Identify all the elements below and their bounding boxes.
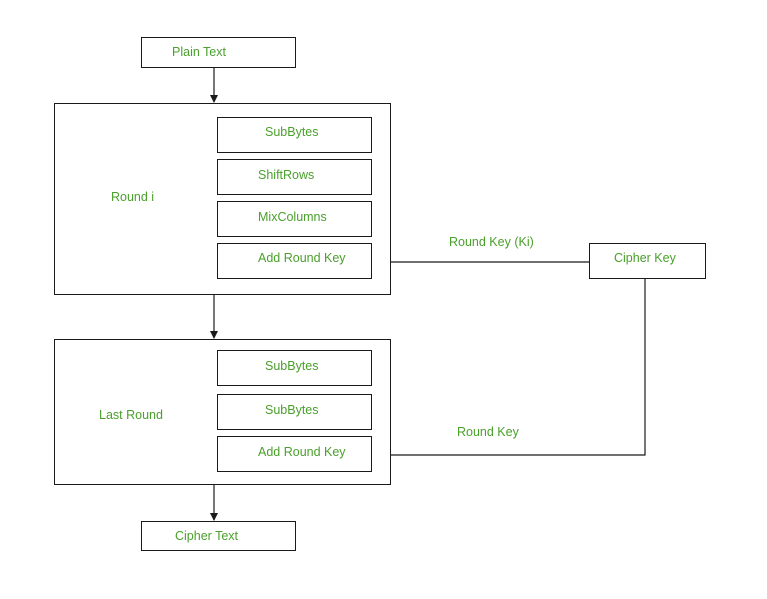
round-i-shiftrows-label: ShiftRows [258, 168, 315, 182]
round-i-add-round-key-label: Add Round Key [258, 251, 346, 265]
cipher-text-box: Cipher Text [141, 521, 296, 551]
last-round-add-round-key-box: Add Round Key [217, 436, 372, 472]
cipher-key-label: Cipher Key [614, 251, 676, 265]
round-i-shiftrows-box: ShiftRows [217, 159, 372, 195]
round-key-label: Round Key [457, 425, 519, 439]
plain-text-box: Plain Text [141, 37, 296, 68]
round-key-ki-label: Round Key (Ki) [449, 235, 534, 249]
last-round-subbytes-box-2: SubBytes [217, 394, 372, 430]
cipher-text-label: Cipher Text [175, 529, 238, 543]
plain-text-label: Plain Text [172, 45, 226, 59]
last-round-subbytes-box-1: SubBytes [217, 350, 372, 386]
last-round-subbytes-label-2: SubBytes [265, 403, 319, 417]
round-i-subbytes-box: SubBytes [217, 117, 372, 153]
round-i-add-round-key-box: Add Round Key [217, 243, 372, 279]
round-i-mixcolumns-box: MixColumns [217, 201, 372, 237]
cipher-key-box: Cipher Key [589, 243, 706, 279]
last-round-add-round-key-label: Add Round Key [258, 445, 346, 459]
last-round-subbytes-label-1: SubBytes [265, 359, 319, 373]
round-i-mixcolumns-label: MixColumns [258, 210, 327, 224]
round-i-subbytes-label: SubBytes [265, 125, 319, 139]
last-round-title: Last Round [99, 408, 163, 422]
round-i-title: Round i [111, 190, 155, 204]
